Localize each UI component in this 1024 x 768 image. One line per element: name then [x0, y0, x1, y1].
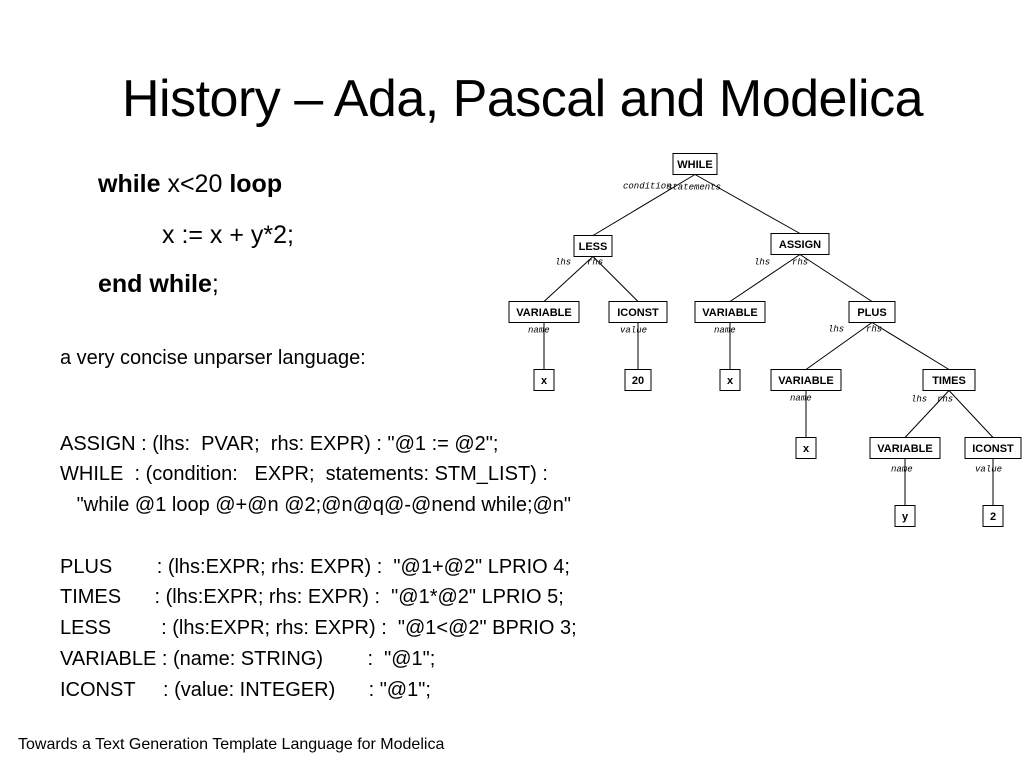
edge-label: statements — [667, 183, 721, 193]
tree-node-label: WHILE — [677, 159, 712, 171]
tree-node: VARIABLE — [770, 369, 842, 391]
tree-node-box — [508, 301, 580, 323]
edge-label: name — [714, 326, 736, 336]
tree-edge — [871, 322, 950, 370]
tree-node: x — [719, 369, 741, 391]
rule-line: "while @1 loop @+@n @2;@n@q@-@nend while… — [60, 494, 572, 516]
tree-node: WHILE — [672, 153, 718, 175]
tree-edge — [729, 254, 801, 302]
tree-node-box — [719, 369, 741, 391]
rule-line: PLUS : (lhs:EXPR; rhs: EXPR) : "@1+@2" L… — [60, 556, 570, 578]
tree-node: ICONST — [608, 301, 668, 323]
tree-node: LESS — [573, 235, 613, 257]
tree-edge — [694, 174, 801, 234]
tree-node: ICONST — [964, 437, 1022, 459]
tree-node-label: VARIABLE — [877, 443, 932, 455]
tree-node-box — [982, 505, 1004, 527]
edge-label: name — [790, 394, 812, 404]
tree-edge — [543, 256, 594, 302]
tree-node-box — [795, 437, 817, 459]
tree-node-label: TIMES — [932, 375, 966, 387]
tree-edge — [948, 390, 994, 438]
tree-node-label: x — [803, 443, 810, 455]
tree-edge — [799, 254, 873, 302]
tree-node-label: y — [902, 511, 909, 523]
edge-label: lhs — [754, 258, 770, 268]
tree-node-label: x — [727, 375, 734, 387]
tree-node-box — [869, 437, 941, 459]
tree-node-box — [533, 369, 555, 391]
edge-label: lhs — [911, 395, 927, 405]
tree-node-label: VARIABLE — [702, 307, 757, 319]
tree-node-label: LESS — [579, 241, 608, 253]
rule-line: TIMES : (lhs:EXPR; rhs: EXPR) : "@1*@2" … — [60, 586, 564, 608]
tree-node-label: VARIABLE — [778, 375, 833, 387]
tree-node-box — [922, 369, 976, 391]
intro-text: a very concise unparser language: — [60, 347, 366, 369]
code-condition: x<20 — [160, 170, 230, 198]
code-line-assign: x := x + y*2; — [162, 221, 295, 249]
tree-edge — [904, 390, 950, 438]
tree-node-label: 20 — [632, 375, 644, 387]
edge-label: value — [975, 465, 1002, 475]
slide-title: History – Ada, Pascal and Modelica — [122, 70, 923, 128]
rule-line: ASSIGN : (lhs: PVAR; rhs: EXPR) : "@1 :=… — [60, 433, 499, 455]
slide-footer: Towards a Text Generation Template Langu… — [18, 736, 445, 753]
tree-node-label: ASSIGN — [779, 239, 821, 251]
edge-label: lhs — [555, 258, 571, 268]
tree-node-box — [624, 369, 652, 391]
tree-node: VARIABLE — [508, 301, 580, 323]
tree-node: VARIABLE — [694, 301, 766, 323]
tree-node: 2 — [982, 505, 1004, 527]
keyword-loop: loop — [229, 170, 283, 198]
tree-node-label: ICONST — [972, 443, 1014, 455]
tree-edge — [592, 174, 696, 236]
tree-node-box — [694, 301, 766, 323]
edge-label: name — [528, 326, 550, 336]
tree-node: 20 — [624, 369, 652, 391]
tree-node-box — [964, 437, 1022, 459]
tree-node-box — [608, 301, 668, 323]
edge-label: rhs — [587, 258, 603, 268]
tree-node-label: VARIABLE — [516, 307, 571, 319]
tree-node: ASSIGN — [770, 233, 830, 255]
tree-node-label: x — [541, 375, 548, 387]
edge-label: value — [620, 326, 647, 336]
edge-label: rhs — [866, 325, 882, 335]
code-semicolon: ; — [211, 270, 219, 298]
tree-edge — [592, 256, 639, 302]
tree-node-box — [672, 153, 718, 175]
tree-node-box — [770, 233, 830, 255]
edge-label: lhs — [828, 325, 844, 335]
tree-node: PLUS — [848, 301, 896, 323]
rule-line: VARIABLE : (name: STRING) : "@1"; — [60, 648, 436, 670]
rule-line: WHILE : (condition: EXPR; statements: ST… — [60, 463, 548, 485]
edge-label: rhs — [937, 395, 953, 405]
rule-line: ICONST : (value: INTEGER) : "@1"; — [60, 679, 431, 701]
tree-node: y — [894, 505, 916, 527]
tree-node-label: 2 — [990, 511, 996, 523]
edge-label: name — [891, 465, 913, 475]
code-line-while: while x<20 loop — [98, 170, 282, 199]
tree-edge — [805, 322, 873, 370]
tree-node-label: ICONST — [617, 307, 659, 319]
unparser-rules: ASSIGN : (lhs: PVAR; rhs: EXPR) : "@1 :=… — [60, 0, 577, 701]
tree-node-box — [573, 235, 613, 257]
tree-node: x — [795, 437, 817, 459]
rule-line: LESS : (lhs:EXPR; rhs: EXPR) : "@1<@2" B… — [60, 617, 577, 639]
tree-node-box — [894, 505, 916, 527]
tree-node: TIMES — [922, 369, 976, 391]
tree-node-box — [770, 369, 842, 391]
keyword-end-while: end while — [98, 270, 212, 298]
tree-node: VARIABLE — [869, 437, 941, 459]
edge-label: rhs — [792, 258, 808, 268]
code-line-end-while: end while; — [98, 270, 219, 299]
tree-node: x — [533, 369, 555, 391]
keyword-while: while — [98, 170, 161, 198]
tree-node-box — [848, 301, 896, 323]
tree-node-label: PLUS — [857, 307, 886, 319]
edge-label: condition — [623, 182, 672, 192]
